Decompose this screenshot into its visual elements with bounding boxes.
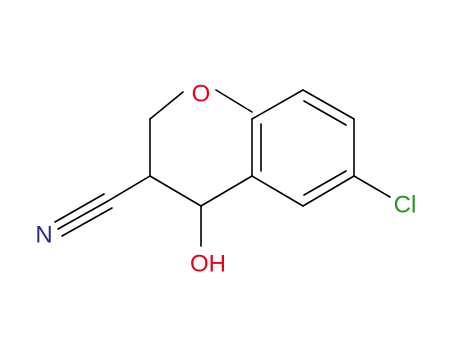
- bond-c5-c4a: [251, 175, 304, 207]
- benzene-ring-bonds: [251, 89, 355, 207]
- nitrogen-label: N: [35, 222, 52, 249]
- pyran-ring-bonds: [149, 89, 253, 207]
- chlorine-label: Cl: [394, 192, 417, 219]
- bond-c6-c5-outer: [302, 175, 355, 207]
- nitrile-triple-bond-a: [57, 200, 109, 230]
- bond-c4-c4a: [200, 175, 253, 207]
- bond-o1-c8a: [215, 89, 253, 113]
- bond-c8-c7-inner: [303, 100, 347, 126]
- atom-labels: O Cl N OH: [35, 81, 416, 278]
- nitrile-triple-bond-b: [54, 193, 105, 223]
- substituent-bonds: [54, 175, 391, 247]
- bond-c8-c7-outer: [302, 89, 355, 120]
- nitrile-triple-bond-c: [61, 207, 113, 237]
- bond-c6-cl: [353, 175, 391, 198]
- bond-c3-cn: [107, 175, 151, 202]
- bond-c6-c5-inner: [303, 170, 347, 196]
- bond-c8a-c8: [251, 89, 304, 120]
- bond-o1-c2: [149, 91, 184, 120]
- bond-c3-c4: [149, 175, 202, 207]
- hydroxyl-label: OH: [190, 251, 226, 278]
- ring-oxygen-label: O: [192, 81, 211, 108]
